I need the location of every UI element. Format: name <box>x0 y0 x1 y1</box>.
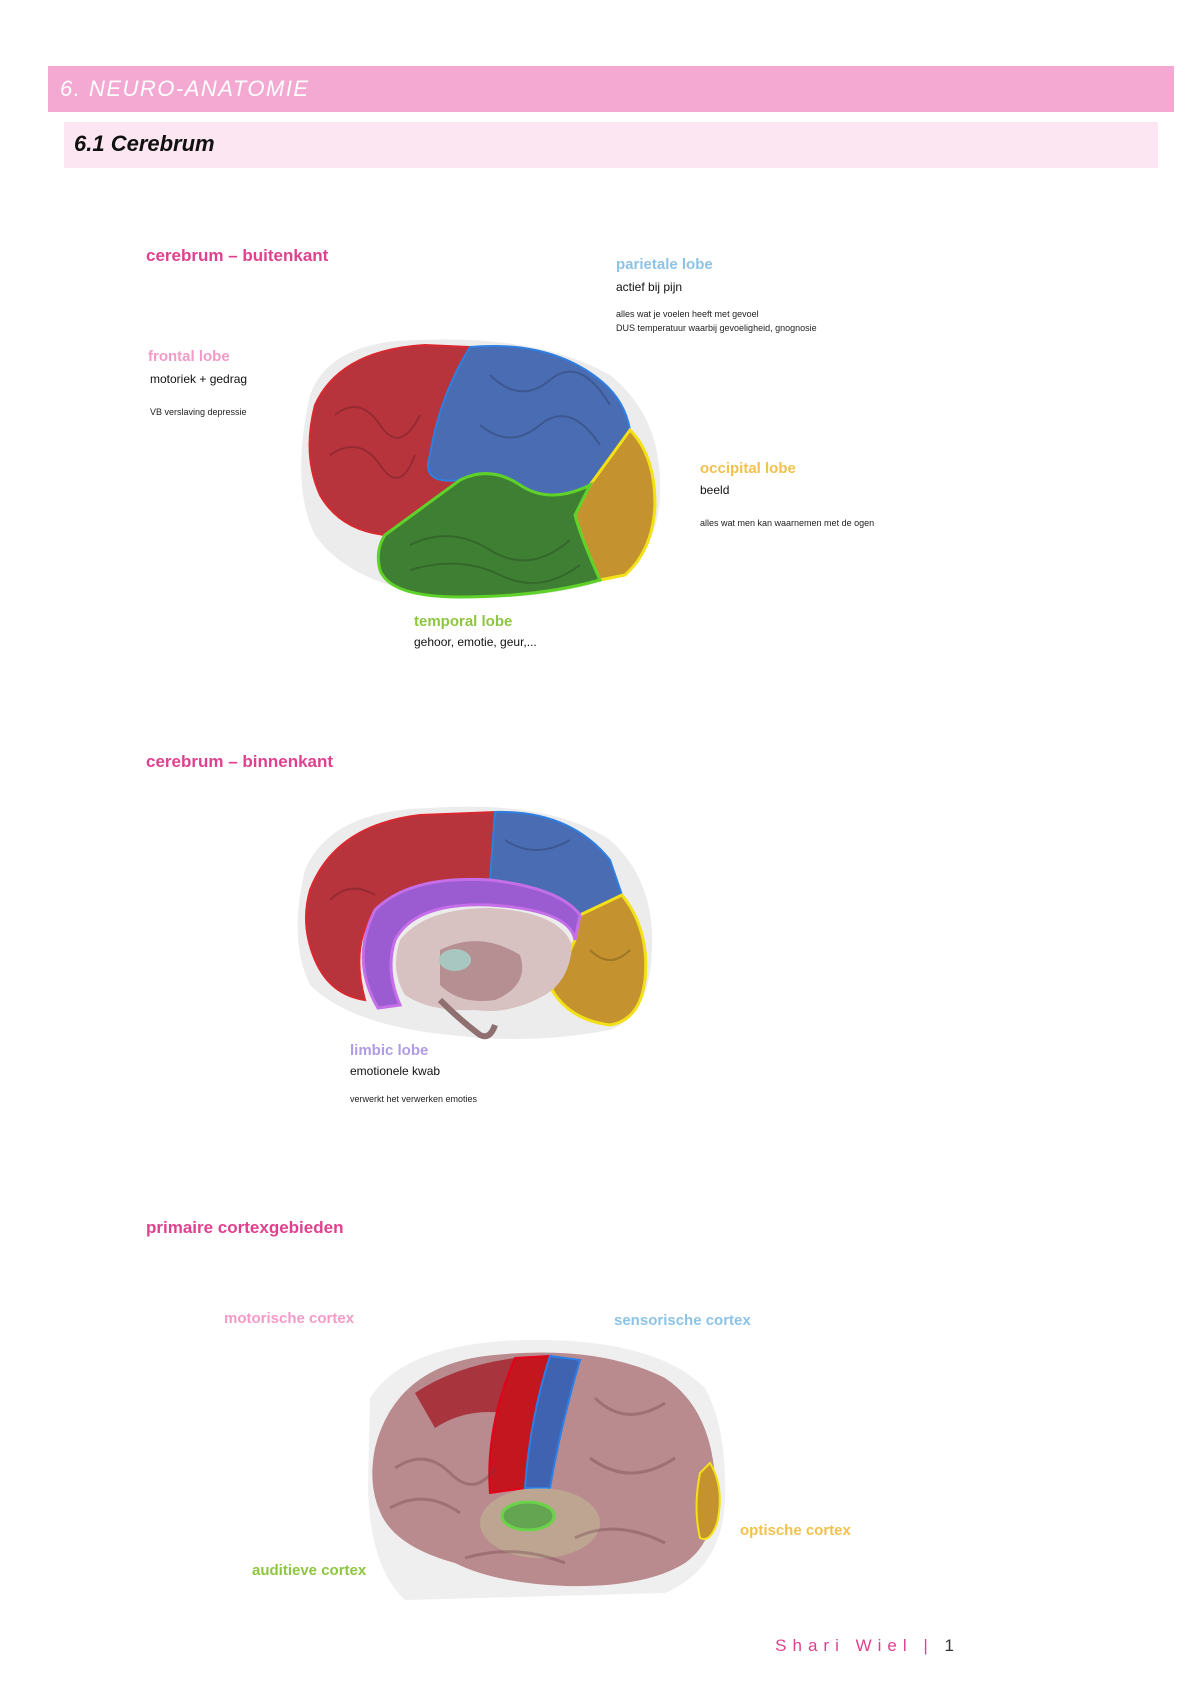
inner-heading: cerebrum – binnenkant <box>146 752 334 771</box>
limbic-label: limbic lobe <box>350 1042 429 1059</box>
motor-cortex-label: motorische cortex <box>224 1310 355 1327</box>
inner-brain-illustration <box>297 806 653 1040</box>
footer-author: Shari Wiel <box>775 1636 913 1655</box>
parietal-label: parietale lobe <box>616 256 713 273</box>
optic-cortex-label: optische cortex <box>740 1522 851 1539</box>
frontal-note: motoriek + gedrag <box>150 372 248 386</box>
outer-heading: cerebrum – buitenkant <box>146 246 329 265</box>
temporal-note: gehoor, emotie, geur,... <box>414 635 537 649</box>
section-title: 6.1 Cerebrum <box>74 131 215 156</box>
occipital-detail: alles wat men kan waarnemen met de ogen <box>700 518 875 528</box>
cortex-brain-illustration <box>368 1339 726 1600</box>
sensory-cortex-label: sensorische cortex <box>614 1312 751 1329</box>
footer-separator: | <box>923 1636 934 1655</box>
occipital-note: beeld <box>700 483 730 497</box>
frontal-detail: VB verslaving depressie <box>150 407 247 417</box>
frontal-label: frontal lobe <box>148 348 230 365</box>
limbic-detail: verwerkt het verwerken emoties <box>350 1094 478 1104</box>
auditory-cortex-label: auditieve cortex <box>252 1562 367 1579</box>
occipital-label: occipital lobe <box>700 460 796 477</box>
page-footer: Shari Wiel | 1 <box>775 1636 960 1656</box>
parietal-note: actief bij pijn <box>616 280 683 294</box>
limbic-note: emotionele kwab <box>350 1064 441 1078</box>
temporal-label: temporal lobe <box>414 613 513 630</box>
chapter-bar <box>48 66 1174 112</box>
primary-heading: primaire cortexgebieden <box>146 1218 344 1237</box>
parietal-detail-2: DUS temperatuur waarbij gevoeligheid, gn… <box>616 323 817 333</box>
section-bar <box>64 122 1158 168</box>
page-number: 1 <box>944 1636 960 1655</box>
outer-brain-illustration <box>301 339 661 599</box>
parietal-detail-1: alles wat je voelen heeft met gevoel <box>616 309 759 319</box>
chapter-title: 6. NEURO-ANATOMIE <box>60 76 310 101</box>
